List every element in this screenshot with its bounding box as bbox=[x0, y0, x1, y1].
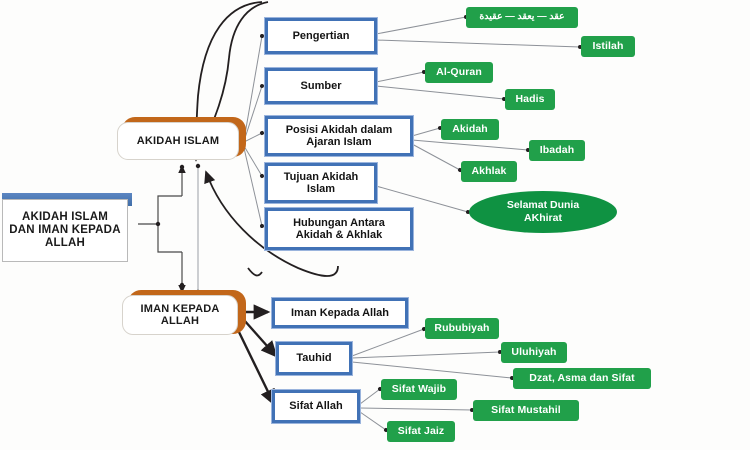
hubungan-akidah-akhlak-node[interactable]: Hubungan Antara Akidah & Akhlak bbox=[264, 207, 414, 251]
posisi-akidah-label-line2: Ajaran Islam bbox=[306, 136, 372, 148]
ibadah-leaf[interactable]: Ibadah bbox=[529, 140, 585, 161]
etimologi-arab-leaf[interactable]: عقد — يعقد — عقيدة bbox=[466, 7, 578, 28]
posisi-akidah-label-line1: Posisi Akidah dalam bbox=[285, 123, 393, 136]
sifat-wajib-label: Sifat Wajib bbox=[391, 382, 447, 395]
selamat-dunia-akhirat-label-line2: AKhirat bbox=[524, 212, 562, 224]
iman-kepada-allah-node[interactable]: IMAN KEPADA ALLAH bbox=[122, 295, 238, 335]
selamat-dunia-akhirat-leaf[interactable]: Selamat Dunia AKhirat bbox=[469, 191, 617, 233]
tauhid-node[interactable]: Tauhid bbox=[275, 341, 353, 376]
iman-kepada-allah-topic-node[interactable]: Iman Kepada Allah bbox=[271, 297, 409, 329]
istilah-label: Istilah bbox=[592, 39, 624, 52]
sifat-jaiz-label: Sifat Jaiz bbox=[397, 424, 445, 437]
root-label-line2: DAN IMAN KEPADA bbox=[9, 224, 121, 237]
sifat-allah-label: Sifat Allah bbox=[289, 400, 343, 413]
hubungan-label-line2: Akidah & Akhlak bbox=[295, 229, 383, 241]
hubungan-label-line1: Hubungan Antara bbox=[293, 216, 385, 229]
pengertian-label: Pengertian bbox=[292, 29, 350, 42]
al-quran-leaf[interactable]: Al-Quran bbox=[425, 62, 493, 83]
sifat-mustahil-leaf[interactable]: Sifat Mustahil bbox=[473, 400, 579, 421]
sifat-jaiz-leaf[interactable]: Sifat Jaiz bbox=[387, 421, 455, 442]
sumber-node[interactable]: Sumber bbox=[264, 67, 378, 105]
selamat-dunia-akhirat-label-line1: Selamat Dunia bbox=[506, 198, 580, 211]
akhlak-leaf-label: Akhlak bbox=[471, 164, 507, 177]
rububiyah-label: Rububiyah bbox=[434, 321, 490, 334]
uluhiyah-leaf[interactable]: Uluhiyah bbox=[501, 342, 567, 363]
akhlak-leaf[interactable]: Akhlak bbox=[461, 161, 517, 182]
sifat-allah-node[interactable]: Sifat Allah bbox=[271, 389, 361, 424]
etimologi-arab-label: عقد — يعقد — عقيدة bbox=[479, 11, 565, 23]
posisi-akidah-node[interactable]: Posisi Akidah dalam Ajaran Islam bbox=[264, 115, 414, 157]
sifat-mustahil-label: Sifat Mustahil bbox=[491, 403, 561, 416]
uluhiyah-label: Uluhiyah bbox=[511, 345, 557, 358]
istilah-leaf[interactable]: Istilah bbox=[581, 36, 635, 57]
tauhid-label: Tauhid bbox=[296, 352, 332, 365]
tujuan-akidah-node[interactable]: Tujuan Akidah Islam bbox=[264, 162, 378, 204]
akidah-islam-label: AKIDAH ISLAM bbox=[136, 134, 220, 147]
akidah-leaf[interactable]: Akidah bbox=[441, 119, 499, 140]
root-node[interactable]: AKIDAH ISLAM DAN IMAN KEPADA ALLAH bbox=[2, 199, 128, 262]
al-quran-label: Al-Quran bbox=[436, 65, 482, 78]
iman-kepada-allah-label-line1: IMAN KEPADA bbox=[140, 302, 220, 315]
akidah-leaf-label: Akidah bbox=[452, 122, 488, 135]
dzat-asma-sifat-label: Dzat, Asma dan Sifat bbox=[529, 371, 635, 384]
sifat-wajib-leaf[interactable]: Sifat Wajib bbox=[381, 379, 457, 400]
hadis-leaf[interactable]: Hadis bbox=[505, 89, 555, 110]
rububiyah-leaf[interactable]: Rububiyah bbox=[425, 318, 499, 339]
tujuan-akidah-label-line2: Islam bbox=[306, 183, 336, 195]
akidah-islam-node[interactable]: AKIDAH ISLAM bbox=[117, 122, 239, 160]
iman-kepada-allah-label-line2: ALLAH bbox=[160, 315, 200, 327]
sumber-label: Sumber bbox=[300, 79, 342, 92]
pengertian-node[interactable]: Pengertian bbox=[264, 17, 378, 55]
root-label-line3: ALLAH bbox=[45, 236, 85, 249]
dzat-asma-sifat-leaf[interactable]: Dzat, Asma dan Sifat bbox=[513, 368, 651, 389]
root-label-line1: AKIDAH ISLAM bbox=[21, 211, 109, 224]
tujuan-akidah-label-line1: Tujuan Akidah bbox=[283, 170, 359, 183]
hadis-label: Hadis bbox=[515, 92, 545, 105]
ibadah-leaf-label: Ibadah bbox=[539, 143, 575, 156]
iman-kepada-allah-topic-label: Iman Kepada Allah bbox=[290, 306, 389, 319]
